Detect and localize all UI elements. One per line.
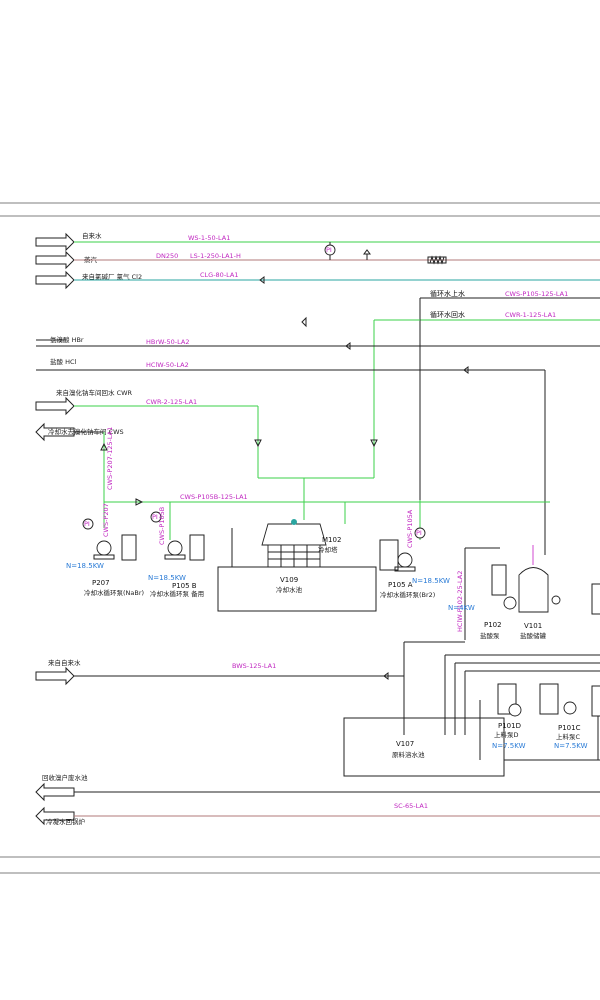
label-power-p207: N=18.5KW	[66, 562, 104, 570]
label-p102-desc: 盐酸泵	[480, 631, 500, 640]
source-arrow-water	[35, 232, 75, 252]
hbr-valve-icon	[345, 342, 351, 350]
label-dst-pool: 回收溴户废水池	[42, 773, 88, 782]
label-v101-desc: 盐酸储罐	[520, 631, 547, 640]
destination-arrow-cws	[35, 422, 75, 442]
p207-arrow-icon	[100, 442, 108, 451]
label-src-return: 来自溴化钠车间回水 CWR	[56, 388, 133, 397]
label-line-cws-supply: CWS-P105-125-LA1	[505, 290, 568, 298]
label-p207: P207	[92, 579, 110, 587]
label-src-water: 自来水	[82, 231, 102, 240]
label-p101c: P101C	[558, 724, 581, 732]
cooling-tower-icon	[261, 519, 327, 568]
label-p101d-desc: 上料泵D	[494, 730, 519, 739]
label-line-ls: LS-1-250-LA1-H	[190, 252, 241, 260]
label-power-p105b: N=18.5KW	[148, 574, 186, 582]
label-power-p102: N=4KW	[448, 604, 475, 612]
label-v109: V109	[280, 576, 298, 584]
label-power-p101c: N=7.5KW	[554, 742, 588, 750]
label-p207-desc: 冷却水循环泵(NaBr)	[84, 588, 144, 597]
label-line-sc: SC-65-LA1	[394, 802, 428, 810]
source-arrow-return	[35, 396, 75, 416]
destination-arrow-pool	[35, 782, 75, 802]
label-p105a: P105 A	[388, 581, 413, 589]
label-p105b-desc: 冷却水循环泵 备用	[150, 589, 204, 598]
header-valve-icon	[135, 498, 144, 506]
label-p105b: P105 B	[172, 582, 197, 590]
label-tower: 冷却塔	[318, 545, 338, 554]
return-drop-arrow-icon	[254, 439, 262, 448]
label-tower-name: M102	[322, 536, 341, 544]
basin-v109	[217, 566, 377, 612]
svg-text:PI: PI	[152, 513, 158, 521]
steam-trap-icon: PI	[324, 242, 336, 260]
label-power-p105a: N=18.5KW	[412, 577, 450, 585]
label-tag-p105a: CWS-P105A	[406, 509, 414, 548]
tank-partial-right	[591, 583, 600, 615]
label-line-clg: CLG-80-LA1	[200, 271, 239, 279]
label-tag-p207: CWS-P207	[102, 503, 110, 537]
svg-text:PI: PI	[326, 246, 332, 254]
tank-v101-icon	[518, 545, 561, 613]
label-line-cwr2: CWR-2-125-LA1	[146, 398, 197, 406]
label-tag-p105b: CWS-P105B	[158, 507, 166, 545]
label-v107: V107	[396, 740, 414, 748]
label-line-hclw-p102: HClW-P102-25-LA2	[456, 571, 464, 632]
label-p102: P102	[484, 621, 502, 629]
steam-strainer-icon	[427, 255, 447, 265]
label-line-dn: DN250	[156, 252, 178, 260]
return-arrow-icon	[370, 439, 378, 448]
label-src-hcl: 盐酸 HCl	[50, 357, 76, 366]
label-v109-desc: 冷却水池	[276, 585, 303, 594]
label-power-p101d: N=7.5KW	[492, 742, 526, 750]
pi-gauge-p207: PI	[82, 518, 94, 530]
pump-p101d-icon	[479, 683, 522, 760]
label-circ-supply: 循环水上水	[430, 289, 465, 298]
label-line-hclw: HClW-50-LA2	[146, 361, 189, 369]
source-arrow-steam	[35, 250, 75, 270]
label-line-cws-p105b: CWS-P105B-125-LA1	[180, 493, 248, 501]
label-p105a-desc: 冷却水循环泵(Br2)	[380, 590, 435, 599]
pi-gauge-p105a: PI	[414, 527, 426, 539]
pi-gauge-p105b: PI	[150, 511, 162, 523]
pump-p102-icon	[491, 564, 517, 610]
label-p101d: P101D	[498, 722, 521, 730]
label-circ-return: 循环水回水	[430, 310, 465, 319]
pump-p101c-icon	[539, 683, 600, 760]
svg-text:PI: PI	[416, 529, 422, 537]
label-line-ws: WS-1-50-LA1	[188, 234, 230, 242]
label-line-bws: BWS-125-LA1	[232, 662, 276, 670]
label-v107-desc: 原料溶水池	[392, 750, 425, 759]
city-water-valve-icon	[383, 672, 389, 680]
label-line-p207: CWS-P207-125-LA1	[106, 427, 114, 490]
label-src-chlorine: 来自氯碱厂 氯气 Cl2	[82, 272, 142, 281]
svg-text:PI: PI	[84, 520, 90, 528]
destination-arrow-boiler	[35, 806, 75, 826]
pump-p105b-icon	[164, 534, 205, 561]
label-v101: V101	[524, 622, 542, 630]
pump-p207-icon	[93, 534, 137, 561]
hcl-valve-icon	[463, 366, 469, 374]
source-arrow-chlorine	[35, 270, 75, 290]
label-dst-boiler: 冷凝水回锅炉	[46, 817, 86, 826]
pool-v107	[343, 717, 505, 777]
chlorine-arrow-icon	[259, 276, 265, 284]
label-line-cwr-return: CWR-1-125-LA1	[505, 311, 556, 319]
label-p101c-desc: 上料泵C	[556, 732, 581, 741]
label-src-city-water: 来自自来水	[48, 658, 81, 667]
steam-valve-icon	[363, 249, 371, 260]
source-arrow-city-water	[35, 666, 75, 686]
label-line-hbrw: HBrW-50-LA2	[146, 338, 190, 346]
label-src-hbr: 氢溴酸 HBr	[50, 335, 84, 344]
return-valve-icon	[301, 316, 307, 328]
pump-p105a-icon	[379, 539, 416, 572]
